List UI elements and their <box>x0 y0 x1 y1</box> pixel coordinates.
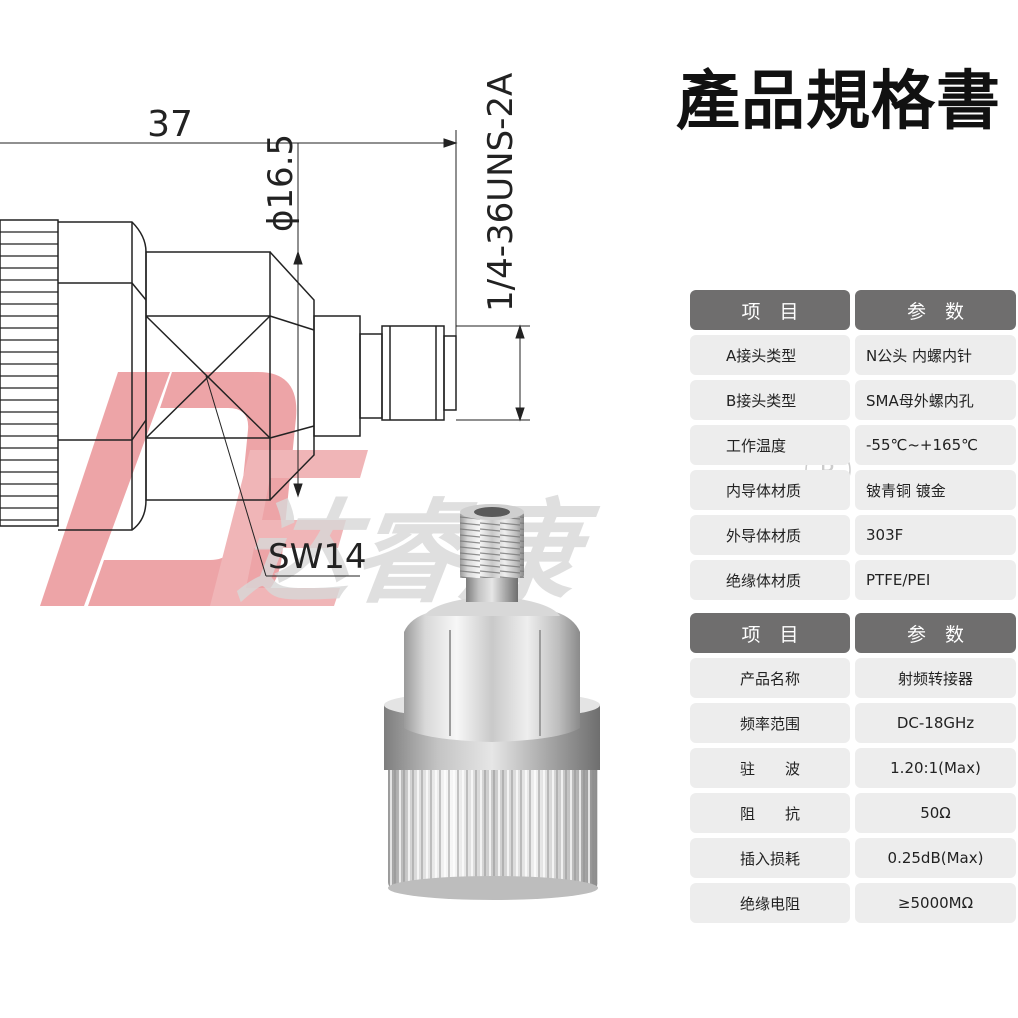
spec-table-performance: 项 目 参 数 产品名称 射频转接器 频率范围 DC-18GHz 驻 波 1.2… <box>690 613 1016 928</box>
table-row: 插入损耗 0.25dB(Max) <box>690 838 1016 878</box>
row-label: B接头类型 <box>690 380 850 420</box>
table-row: 外导体材质 303F <box>690 515 1016 555</box>
row-value: DC-18GHz <box>855 703 1016 743</box>
table-row: 频率范围 DC-18GHz <box>690 703 1016 743</box>
header-parameter: 参 数 <box>855 613 1016 653</box>
drawing-wrench-body <box>145 251 271 501</box>
photo-top-dome <box>424 598 560 616</box>
photo-sma-neck <box>466 576 518 602</box>
header-parameter: 参 数 <box>855 290 1016 330</box>
row-value: 0.25dB(Max) <box>855 838 1016 878</box>
row-value: ≥5000MΩ <box>855 883 1016 923</box>
row-label: 绝缘体材质 <box>690 560 850 600</box>
drawing-neck <box>313 315 361 437</box>
dim-diameter-label: ϕ16.5 <box>261 134 301 232</box>
table-row: A接头类型 N公头 内螺内针 <box>690 335 1016 375</box>
table-header-row: 项 目 参 数 <box>690 613 1016 653</box>
watermark-logo-bar-1 <box>40 372 170 606</box>
table-row: B接头类型 SMA母外螺内孔 <box>690 380 1016 420</box>
row-label: 外导体材质 <box>690 515 850 555</box>
watermark-logo-letter-e <box>210 450 368 606</box>
table-row: 阻 抗 50Ω <box>690 793 1016 833</box>
table-row: 绝缘电阻 ≥5000MΩ <box>690 883 1016 923</box>
row-value: 铍青铜 镀金 <box>855 470 1016 510</box>
table-row: 内导体材质 铍青铜 镀金 <box>690 470 1016 510</box>
row-label: 驻 波 <box>690 748 850 788</box>
row-value: SMA母外螺内孔 <box>855 380 1016 420</box>
table-row: 产品名称 射频转接器 <box>690 658 1016 698</box>
row-value: 射频转接器 <box>855 658 1016 698</box>
drawing-knurl-nut <box>0 219 59 527</box>
product-photo <box>384 504 600 900</box>
row-label: 插入损耗 <box>690 838 850 878</box>
table-row: 工作温度 -55℃~+165℃ <box>690 425 1016 465</box>
header-item: 项 目 <box>690 290 850 330</box>
row-value: PTFE/PEI <box>855 560 1016 600</box>
row-label: 频率范围 <box>690 703 850 743</box>
page-title: 產品規格書 <box>676 64 1001 139</box>
row-label: 绝缘电阻 <box>690 883 850 923</box>
row-value: 50Ω <box>855 793 1016 833</box>
dim-wrench-label: SW14 <box>268 537 366 577</box>
row-value: 1.20:1(Max) <box>855 748 1016 788</box>
table-row: 驻 波 1.20:1(Max) <box>690 748 1016 788</box>
header-item: 项 目 <box>690 613 850 653</box>
drawing-neck-groove <box>359 333 383 419</box>
watermark-brand-text: 达睿康 <box>231 489 604 619</box>
row-label: A接头类型 <box>690 335 850 375</box>
drawing-knurl-lines <box>0 231 58 521</box>
table-header-row: 项 目 参 数 <box>690 290 1016 330</box>
spec-table-connectors: 项 目 参 数 A接头类型 N公头 内螺内针 B接头类型 SMA母外螺内孔 工作… <box>690 290 1016 605</box>
drawing-sma-tip <box>443 335 457 411</box>
row-label: 工作温度 <box>690 425 850 465</box>
dimension-lines <box>0 130 530 577</box>
dim-wrench-leader <box>205 375 267 577</box>
row-label: 产品名称 <box>690 658 850 698</box>
dim-thread-label: 1/4-36UNS-2A <box>481 73 521 312</box>
drawing-sma-thread <box>381 325 445 421</box>
row-value: 303F <box>855 515 1016 555</box>
watermark-logo <box>40 372 368 606</box>
row-value: -55℃~+165℃ <box>855 425 1016 465</box>
row-label: 内导体材质 <box>690 470 850 510</box>
table-row: 绝缘体材质 PTFE/PEI <box>690 560 1016 600</box>
photo-hex-body <box>404 612 580 742</box>
row-value: N公头 内螺内针 <box>855 335 1016 375</box>
dim-length-label: 37 <box>147 104 193 145</box>
row-label: 阻 抗 <box>690 793 850 833</box>
connector-outline <box>0 219 457 531</box>
